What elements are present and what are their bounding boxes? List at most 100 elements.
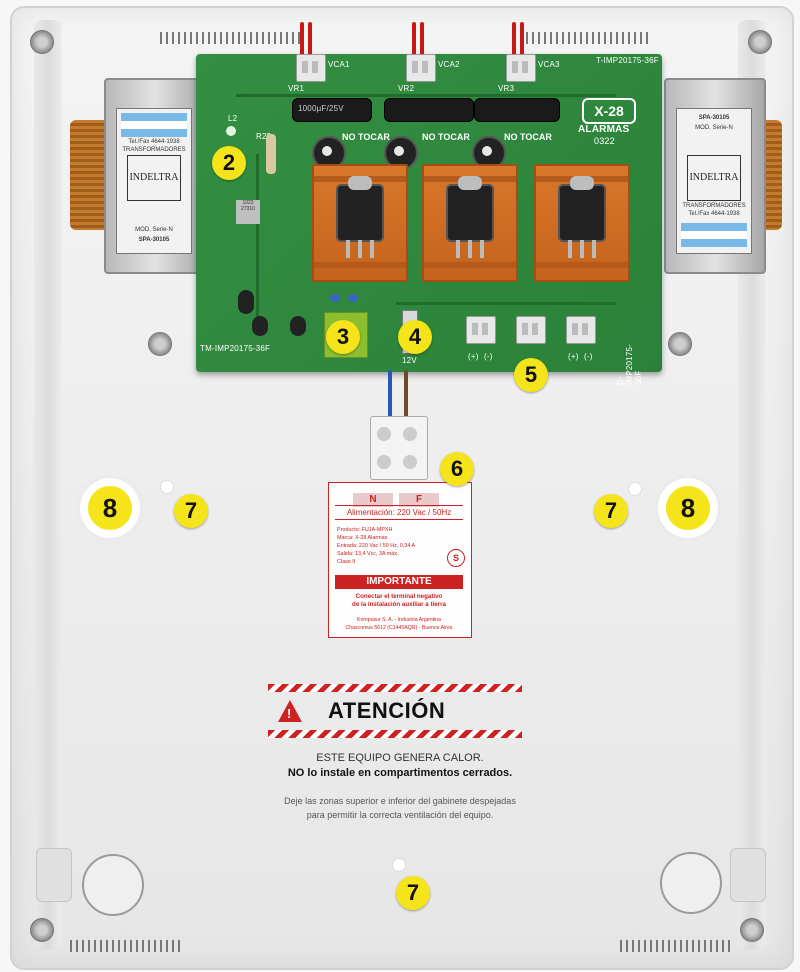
polarity-minus: (-) [584, 352, 593, 361]
red-wire [308, 22, 312, 62]
marker-8-left: 8 [88, 486, 132, 530]
brown-wire [404, 370, 408, 420]
small-hole [160, 480, 174, 494]
right-transformer-label: SPA-30105 MOD. Serie-N INDELTRA TRANSFOR… [676, 108, 752, 254]
small-hole [628, 482, 642, 496]
red-wire [300, 22, 304, 62]
vr1-label: VR1 [288, 84, 305, 93]
right-transformer-tel: Tel./Fax 4644-1938 [688, 211, 740, 217]
atencion-title: ATENCIÓN [328, 698, 446, 723]
neutral-label: N [353, 493, 393, 507]
polarity-minus: (-) [484, 352, 493, 361]
marker-3: 3 [326, 320, 360, 354]
capacitor-label: 1000µF/25V [298, 104, 344, 113]
bottom-vent-left [70, 940, 180, 952]
left-rail [34, 20, 62, 950]
small-ic: 1023 27310 [236, 200, 260, 224]
pcb-model-left: TM-IMP20175-36F [200, 344, 271, 353]
pcb-trace [396, 302, 616, 305]
polarity-plus: (+) [568, 352, 579, 361]
alarmas-label: ALARMAS [578, 124, 630, 135]
vr3-label: VR3 [498, 84, 515, 93]
output-connector-2[interactable] [516, 316, 546, 344]
warning-line-3: Deje las zonas superior e inferior del g… [284, 796, 516, 806]
warning-line-2: NO lo instale en compartimentos cerrados… [287, 767, 513, 779]
vr2-label: VR2 [398, 84, 415, 93]
marker-5: 5 [514, 358, 548, 392]
left-transformer-sub: TRANSFORMADORES [122, 147, 186, 153]
corner-screw-bottom-left [30, 918, 54, 942]
safety-s-icon: S [447, 549, 465, 567]
electrolytic-capacitor [384, 98, 474, 122]
blue-capacitors [330, 294, 340, 302]
pcb-trace [236, 94, 616, 97]
top-vent-left [160, 32, 300, 44]
no-tocar-label-2: NO TOCAR [422, 132, 470, 142]
importante-line-2: de la instalación auxiliar a tierra [352, 601, 446, 608]
corner-screw-top-left [30, 30, 54, 54]
warning-line-1: ESTE EQUIPO GENERA CALOR. [316, 752, 484, 764]
left-transformer-brand: INDELTRA [127, 155, 181, 201]
hazard-stripe-top [268, 684, 522, 692]
output-connector-1[interactable] [466, 316, 496, 344]
mount-screw-left [148, 332, 172, 356]
marker-4: 4 [398, 320, 432, 354]
marker-7-right: 7 [594, 494, 628, 528]
resistor [266, 134, 276, 174]
pcb-model-right: D-IMP20175-36F [616, 344, 643, 385]
left-transformer-label: Tel./Fax 4644-1938 TRANSFORMADORES INDEL… [116, 108, 192, 254]
no-tocar-label-1: NO TOCAR [342, 132, 390, 142]
red-wire [520, 22, 524, 62]
resistor-label: R25 [256, 132, 272, 141]
class-label: Clase II [337, 559, 356, 565]
ac-terminal-block[interactable] [370, 416, 428, 480]
polarity-plus: (+) [468, 352, 479, 361]
phase-label: F [399, 493, 439, 507]
no-tocar-label-3: NO TOCAR [504, 132, 552, 142]
mount-screw-right [668, 332, 692, 356]
red-wire [512, 22, 516, 62]
brand-label: Marca: X-28 Alarmas [337, 535, 388, 541]
heatsink-2 [422, 164, 518, 282]
marker-8-right: 8 [666, 486, 710, 530]
pcb-trace [256, 154, 259, 324]
electrolytic-capacitor [292, 98, 372, 122]
blue-wire [388, 370, 392, 420]
vca1-label: VCA1 [328, 60, 350, 69]
top-connector-1 [296, 54, 326, 82]
top-connector-3 [506, 54, 536, 82]
top-connector-2 [406, 54, 436, 82]
argentina-flag-icon [681, 223, 747, 247]
marker-2: 2 [212, 146, 246, 180]
warning-exclamation: ! [287, 706, 292, 721]
left-transformer-tel: Tel./Fax 4644-1938 [128, 139, 180, 145]
red-wire [420, 22, 424, 62]
output-connector-3[interactable] [566, 316, 596, 344]
heatsink-1 [312, 164, 408, 282]
cable-clip-left [36, 848, 72, 902]
atencion-header: ! ATENCIÓN [278, 696, 528, 726]
pcb-model-top: T-IMP20175-36F [596, 56, 659, 65]
power-feed-label: Alimentación: 220 Vac / 50Hz [335, 505, 463, 520]
marker-7-left: 7 [174, 494, 208, 528]
bottom-vent-right [620, 940, 730, 952]
importante-line-1: Conectar el terminal negativo [355, 593, 443, 600]
vca3-label: VCA3 [538, 60, 560, 69]
input-label: Entrada: 220 Vac / 50 Hz, 0,34 A [337, 543, 416, 549]
led [226, 126, 236, 136]
small-capacitor [238, 290, 254, 314]
small-capacitor [252, 316, 268, 336]
right-transformer-part: SPA-30105 [698, 115, 730, 121]
corner-screw-bottom-right [740, 918, 764, 942]
product-label: Producto: FUJA-MPXH [337, 527, 393, 533]
led-label: L2 [228, 114, 238, 123]
hazard-stripe-bottom [268, 730, 522, 738]
right-transformer: SPA-30105 MOD. Serie-N INDELTRA TRANSFOR… [664, 78, 766, 274]
warning-line-4: para permitir la correcta ventilación de… [306, 810, 494, 820]
small-hole [392, 858, 406, 872]
electrolytic-capacitor [474, 98, 560, 122]
company-line-1: Kompusur S. A. - Industria Argentina [357, 617, 441, 623]
left-transformer-coil [70, 120, 110, 230]
